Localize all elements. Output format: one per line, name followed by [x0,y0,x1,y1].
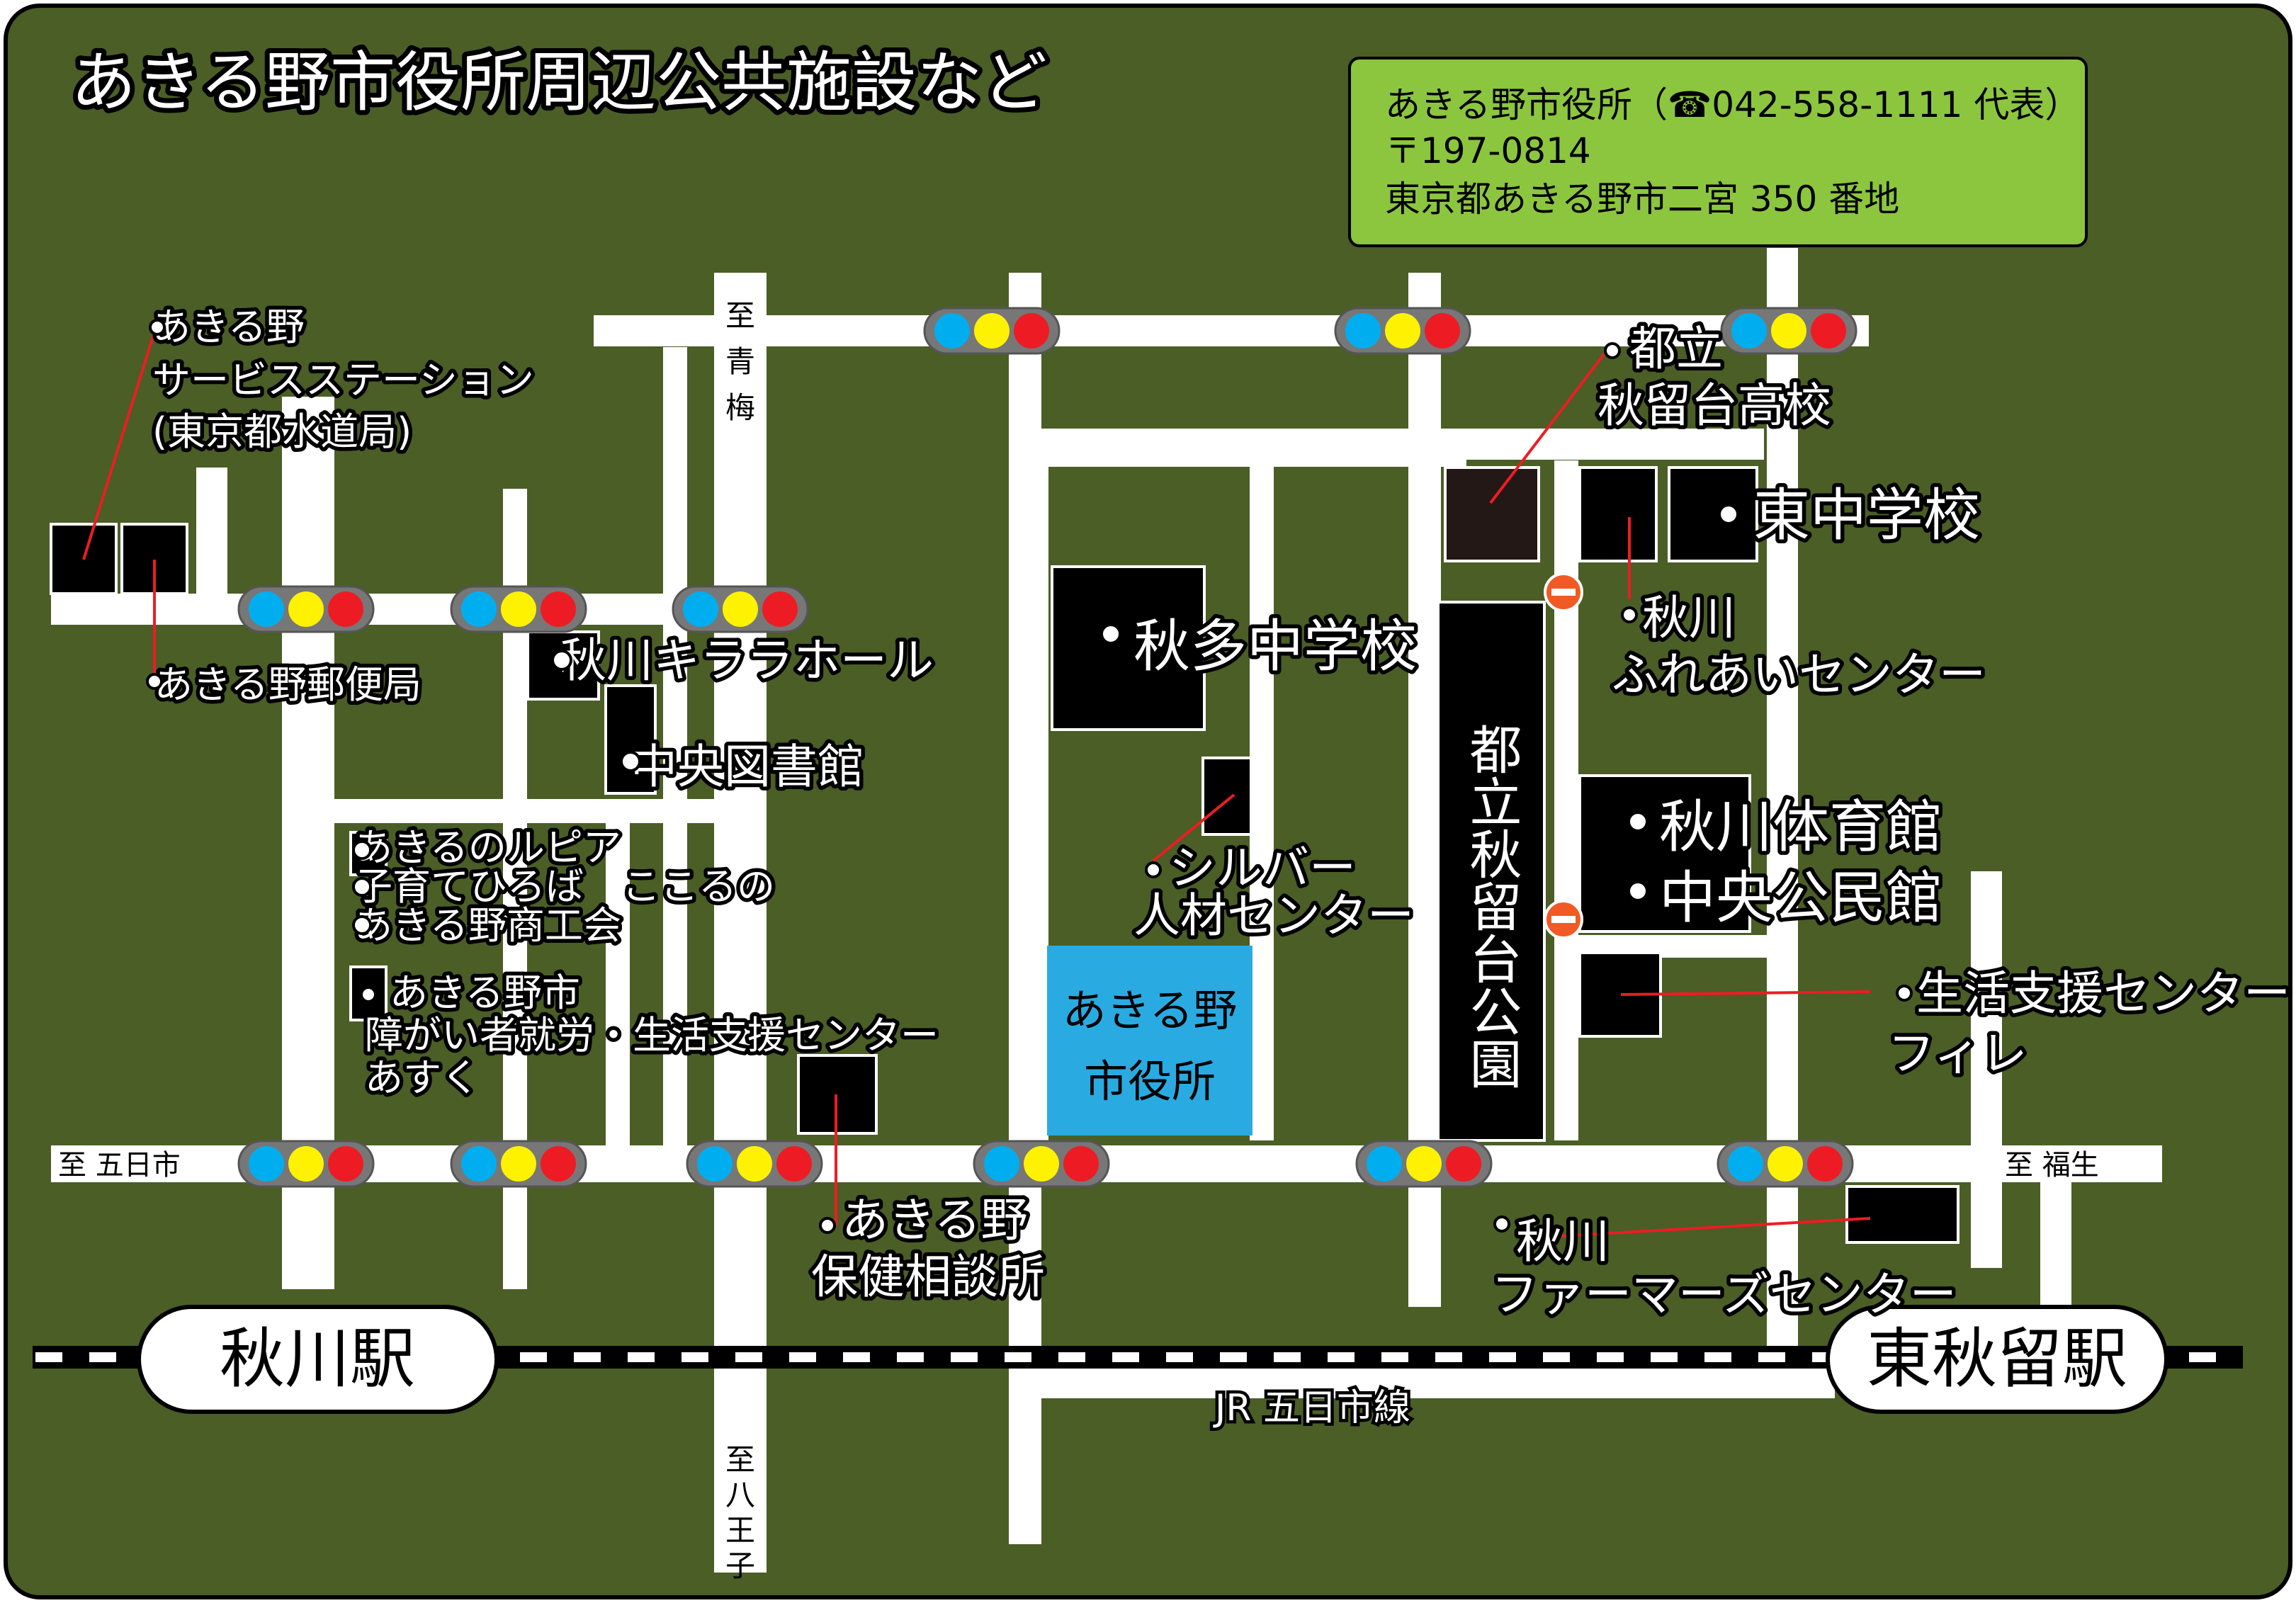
buildings [50,466,1959,1244]
road-label-ome-3: 梅 [725,390,755,425]
station-higashi-akiru-label: 東秋留駅 [1867,1321,2127,1397]
label-silver-center-2: 人材センター [1133,888,1414,943]
road-label-ome-1: 至 [725,298,755,333]
label-silver-center-1: シルバー [1169,841,1356,895]
traffic-signal [923,307,1061,355]
road-label-hachioji-2: 八 [725,1478,755,1512]
railway-label: JR 五日市線 [1213,1387,1410,1429]
road-label-itsukaichi: 至 五日市 [58,1149,181,1182]
label-lupia: あきるのルピア [354,825,621,870]
label-community-hall: 中央公民館 [1659,865,1942,931]
traffic-signal [686,1140,823,1188]
label-service-station-3: (東京都水道局) [152,409,412,454]
label-park: 都立秋留台公園 [1461,723,1522,1089]
label-akiru-hs-2: 秋留台高校 [1597,378,1831,433]
no-entry-sign-north [1544,572,1583,612]
station-akigawa-label: 秋川駅 [220,1321,415,1397]
facility-labels: あきる野 サービスステーション (東京都水道局) あきる野郵便局 秋川キララホー… [149,301,2295,1326]
city-hall-label-2: 市役所 [1084,1055,1216,1107]
label-gym: 秋川体育館 [1659,794,1942,860]
traffic-signals [237,307,1857,1188]
label-post-office: あきる野郵便局 [154,662,422,707]
traffic-signal [1355,1140,1493,1188]
traffic-signal [237,585,375,633]
label-kirara-hall: 秋川キララホール [560,633,934,688]
traffic-signal [450,1140,587,1188]
label-kokoruno: 子育てひろば ここるの [354,864,775,909]
page-title: あきる野市役所周辺公共施設など [71,45,1047,120]
label-service-station-1: あきる野 [152,305,305,349]
city-hall-building [1047,946,1252,1135]
info-line-2: 〒197-0814 [1385,130,1591,171]
map-background [4,4,2292,1599]
traffic-signal [237,1140,375,1188]
label-central-library: 中央図書館 [630,740,864,794]
label-asuku-3: あすく [365,1055,480,1100]
station-higashi-akiru: 東秋留駅 [1826,1305,2168,1414]
road-label-hachioji-3: 王 [725,1513,755,1548]
label-chamber: あきる野商工会 [354,903,621,948]
leader-lines [82,327,1871,1237]
label-health-center-1: あきる野 [842,1193,1028,1247]
label-bullets [146,319,1913,1234]
info-line-3: 東京都あきる野市二宮 350 番地 [1385,179,1899,220]
label-health-center-2: 保健相談所 [811,1250,1045,1304]
label-fureai-2: ふれあいセンター [1612,647,1986,702]
road-label-fussa: 至 福生 [2005,1149,2099,1182]
label-asuku-1: あきる野市 [390,970,580,1015]
traffic-signal [1334,307,1471,355]
traffic-signal [973,1140,1110,1188]
label-akita-jhs: 秋多中学校 [1133,613,1417,679]
traffic-signal [1720,307,1857,355]
label-farmers-1: 秋川 [1516,1214,1610,1269]
label-fil-1: 生活支援センター [1916,966,2290,1021]
label-service-station-2: サービスステーション [152,358,534,402]
traffic-signal [672,585,809,633]
info-line-1: あきる野市役所（☎042-558-1111 代表） [1385,84,2080,125]
traffic-signal [1717,1140,1854,1188]
label-fil-2: フィレ [1888,1026,2028,1081]
label-asuku-2: 障がい者就労・生活支援センター [365,1013,939,1058]
info-box [1348,57,2088,247]
road-label-ome-2: 青 [725,344,755,379]
traffic-signal [450,585,587,633]
label-akiru-hs-1: 都立 [1629,322,1723,376]
road-label-hachioji-1: 至 [725,1442,755,1477]
road-label-hachioji-4: 子 [725,1548,755,1583]
label-fureai-1: 秋川 [1642,591,1736,645]
city-hall-label-1: あきる野 [1063,985,1238,1036]
no-entry-sign-south [1544,900,1583,939]
label-farmers-2: ファーマーズセンター [1491,1267,1957,1322]
station-akigawa: 秋川駅 [137,1305,499,1414]
label-higashi-jhs: 東中学校 [1753,482,1980,548]
